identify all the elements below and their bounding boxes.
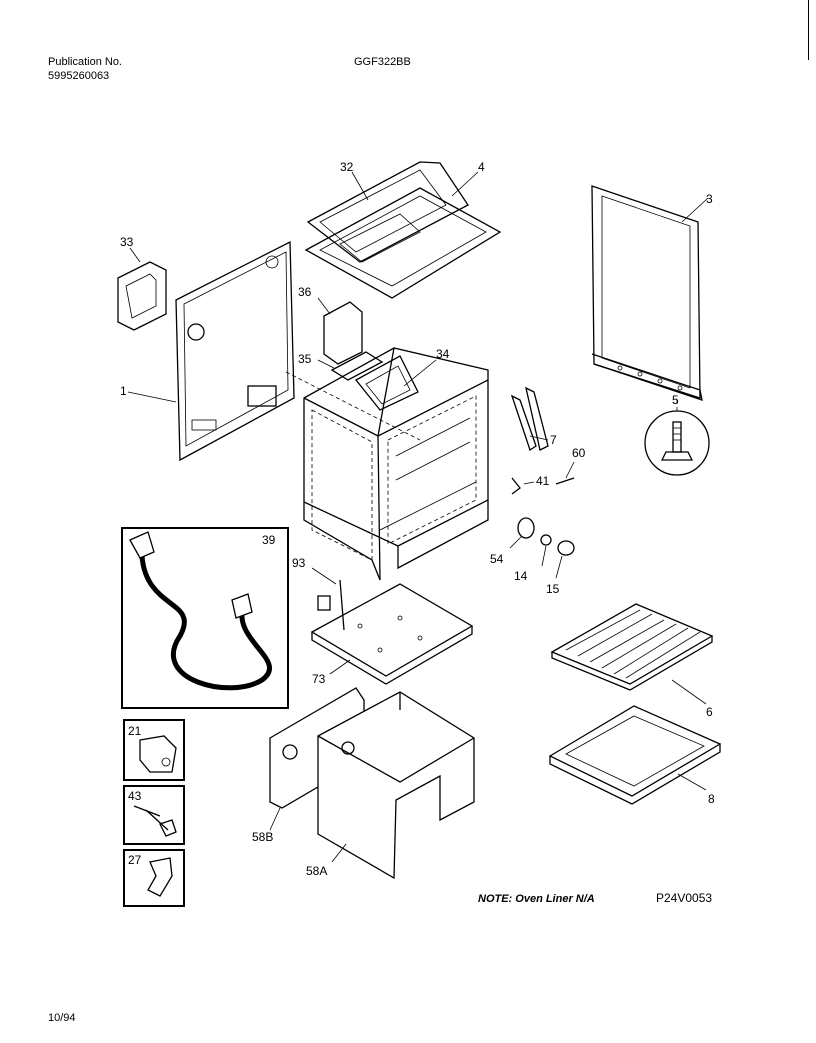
part-21-clip-box <box>123 719 185 781</box>
callout-43: 43 <box>128 789 142 803</box>
part-93-bracket <box>317 579 345 631</box>
part-3-door-frame <box>591 185 703 401</box>
model-number: GGF322BB <box>354 56 411 68</box>
part-6-oven-rack <box>550 603 714 691</box>
callout-60: 60 <box>572 446 586 460</box>
callout-35: 35 <box>298 352 312 366</box>
part-60-igniter-pin <box>555 477 575 485</box>
callout-8: 8 <box>708 792 715 806</box>
callout-1: 1 <box>120 384 127 398</box>
part-7-oven-burner <box>510 386 549 452</box>
callout-34: 34 <box>436 347 450 361</box>
callout-14: 14 <box>514 569 528 583</box>
oven-liner-note: NOTE: Oven Liner N/A <box>478 893 595 905</box>
part-15-light-bulb <box>557 540 575 556</box>
publication-date: 10/94 <box>48 1012 76 1024</box>
page-edge-line <box>808 0 809 60</box>
part-39-power-cord-box <box>121 527 289 709</box>
callout-73: 73 <box>312 672 326 686</box>
part-14-lamp-socket <box>540 534 552 546</box>
callout-15: 15 <box>546 582 560 596</box>
callout-54: 54 <box>490 552 504 566</box>
part-73-bottom-plate <box>310 583 474 685</box>
part-43-screw-box <box>123 785 185 845</box>
callout-7: 7 <box>550 433 557 447</box>
callout-21: 21 <box>128 724 142 738</box>
callout-3: 3 <box>706 192 713 206</box>
part-27-clamp-box <box>123 849 185 907</box>
part-54-lamp-receptacle <box>517 517 535 539</box>
callout-93: 93 <box>292 556 306 570</box>
part-4-top-frame <box>304 187 502 299</box>
part-41-burner-orifice <box>511 477 521 495</box>
callout-58b: 58B <box>252 830 273 844</box>
part-58a-oven-insulation-wrap <box>317 691 475 880</box>
callout-41: 41 <box>536 474 550 488</box>
callout-58a: 58A <box>306 864 327 878</box>
callout-33: 33 <box>120 235 134 249</box>
part-34-burner-box <box>355 355 419 411</box>
callout-6: 6 <box>706 705 713 719</box>
callout-4: 4 <box>478 160 485 174</box>
callout-39: 39 <box>262 533 276 547</box>
part-32-top-panel <box>306 161 469 263</box>
callout-36: 36 <box>298 285 312 299</box>
part-1-back-panel <box>175 240 295 462</box>
callout-5: 5 <box>672 393 679 407</box>
part-33-junction-box <box>117 261 167 331</box>
publication-label: Publication No. <box>48 56 122 68</box>
part-5-leveling-leg <box>644 410 710 476</box>
part-8-broiler-pan <box>548 705 722 805</box>
callout-27: 27 <box>128 853 142 867</box>
publication-number: 5995260063 <box>48 70 110 82</box>
callout-32: 32 <box>340 160 354 174</box>
figure-code: P24V0053 <box>656 891 713 905</box>
oven-body-cabinet <box>303 347 489 581</box>
part-36-vent-duct <box>323 301 363 365</box>
